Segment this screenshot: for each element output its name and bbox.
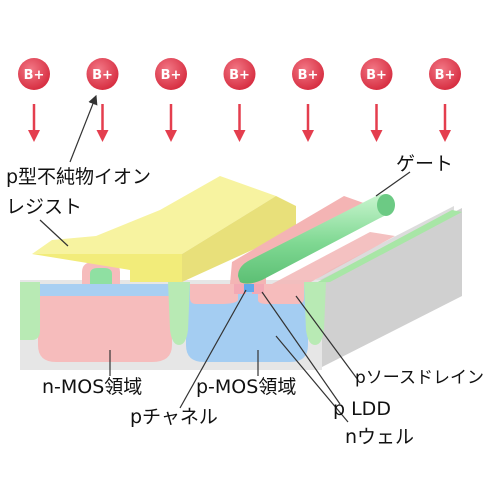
- resist-top: [32, 176, 276, 254]
- label-p-channel: pチャネル: [130, 406, 218, 428]
- n-mos-gate-core: [90, 268, 112, 284]
- leader-gate: [375, 171, 411, 197]
- ion-arrow-head: [233, 130, 246, 142]
- leader-resist: [39, 219, 69, 247]
- ion-label: B+: [161, 68, 182, 83]
- ion-arrow-head: [439, 130, 451, 142]
- photoresist: [32, 176, 296, 282]
- ion-label: B+: [24, 68, 45, 83]
- leader-p-ldd: [261, 291, 341, 405]
- boron-ion: B+: [360, 58, 393, 142]
- label-n-well: nウェル: [345, 426, 415, 448]
- leader-p-channel: [179, 289, 247, 409]
- ion-arrow-head: [165, 130, 177, 142]
- boron-ion: B+: [86, 58, 119, 142]
- ion-arrow-head: [370, 130, 383, 142]
- isolation-right: [304, 282, 326, 345]
- leader-n-well: [275, 335, 349, 423]
- label-p-ldd: p LDD: [333, 398, 391, 420]
- ion-row: B+ B+ B+ B+ B+ B+ B+: [18, 58, 461, 142]
- boron-ion: B+: [223, 58, 256, 142]
- ion-label: B+: [298, 68, 319, 83]
- boron-ion: B+: [429, 58, 461, 142]
- ion-circle: [292, 58, 324, 90]
- ion-circle: [155, 58, 187, 90]
- p-source-left: [190, 284, 238, 304]
- n-mos-region: [38, 284, 172, 362]
- leader-ion: [69, 94, 98, 163]
- boron-ion: B+: [18, 58, 50, 142]
- ion-arrow-head: [302, 130, 314, 142]
- ion-circle: [18, 58, 50, 90]
- p-ldd-left: [234, 284, 246, 294]
- leader-lines: [39, 94, 411, 423]
- wafer-side-face: [320, 208, 462, 368]
- resist-front: [32, 254, 182, 282]
- label-n-mos: n-MOS領域: [42, 376, 143, 398]
- label-p-source-drain: pソースドレイン: [355, 368, 484, 388]
- resist-side: [182, 196, 296, 282]
- ion-circle: [86, 58, 119, 90]
- n-mos-surface-band: [38, 284, 172, 296]
- wafer: [20, 206, 462, 370]
- label-p-mos: p-MOS領域: [196, 376, 297, 398]
- boron-ion: B+: [155, 58, 187, 142]
- p-mos-gate: [230, 194, 395, 284]
- label-resist: レジスト: [6, 196, 83, 218]
- wafer-top-surface: [22, 206, 454, 284]
- ion-label: B+: [229, 68, 250, 83]
- ion-arrow-head: [28, 130, 40, 142]
- gate-electrode-end: [377, 194, 395, 216]
- ion-label: B+: [92, 68, 113, 83]
- p-channel: [244, 284, 254, 292]
- label-gate: ゲート: [396, 153, 454, 175]
- ion-label: B+: [366, 68, 387, 83]
- boron-ion: B+: [292, 58, 324, 142]
- ion-circle: [429, 58, 461, 90]
- ion-circle: [223, 58, 256, 90]
- gate-electrode: [238, 194, 394, 284]
- ion-label: B+: [435, 68, 456, 83]
- surface-pink-band: [270, 232, 395, 288]
- leader-p-source-drain: [295, 295, 359, 381]
- p-ldd-right: [252, 284, 264, 294]
- isolation-middle: [168, 282, 190, 345]
- ion-circle: [360, 58, 393, 90]
- label-ion-line1: p型不純物イオン: [6, 166, 152, 188]
- p-source-right: [258, 284, 304, 304]
- ion-arrow-head: [96, 130, 109, 142]
- isolation-left: [20, 282, 40, 340]
- isolation-top-strip: [316, 210, 462, 283]
